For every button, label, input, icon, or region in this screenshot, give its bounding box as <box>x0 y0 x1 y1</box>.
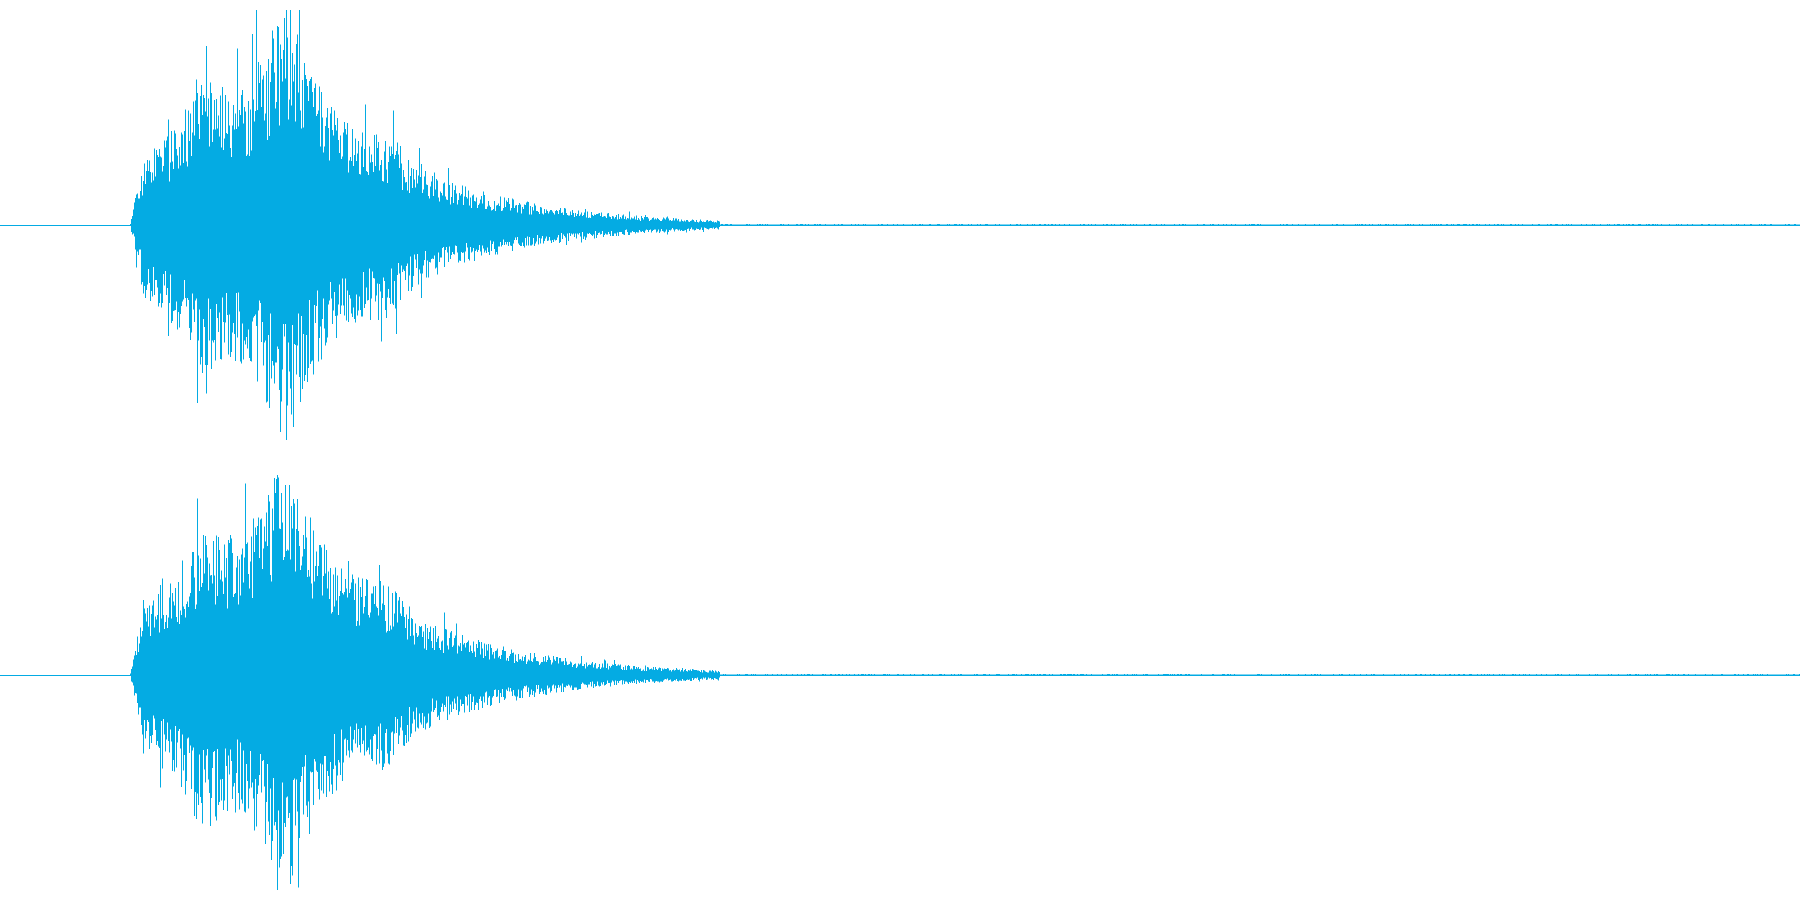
channel-2-waveform-trace <box>130 475 1800 890</box>
channel-1-waveform-trace <box>130 10 1800 440</box>
channel-1-waveform <box>0 10 1800 440</box>
channel-2-waveform <box>0 475 1800 890</box>
